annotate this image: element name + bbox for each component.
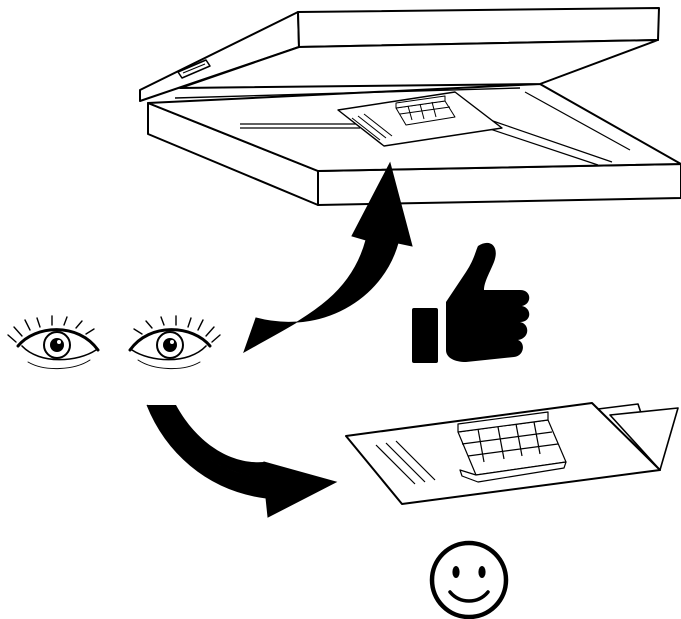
- smiley-face-icon: [429, 540, 509, 619]
- right-eye: [128, 315, 221, 370]
- curved-arrow-up-icon: [243, 161, 413, 354]
- flatbed-scanner-icon: [139, 7, 681, 206]
- left-eye: [7, 315, 100, 370]
- curved-arrow-down-icon: [146, 404, 338, 518]
- thumbs-up-icon: [412, 242, 530, 363]
- paper-sheet-icon: [345, 402, 679, 505]
- eyes-icon: [7, 315, 221, 370]
